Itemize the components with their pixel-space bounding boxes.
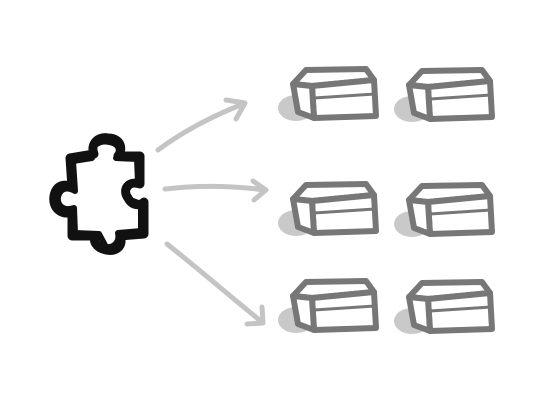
box-side-face bbox=[290, 81, 317, 121]
arrow-bottom-head bbox=[244, 304, 266, 327]
box-icon bbox=[278, 181, 379, 236]
box-seam bbox=[428, 208, 493, 216]
puzzle-piece-icon bbox=[49, 133, 149, 255]
arrow-bottom-shaft bbox=[164, 241, 265, 325]
box-seam bbox=[312, 92, 377, 100]
box-icon bbox=[394, 182, 495, 237]
box-seam bbox=[312, 304, 377, 312]
box-seam bbox=[312, 207, 377, 215]
arrow-middle bbox=[162, 178, 269, 203]
box-icon bbox=[278, 66, 379, 121]
arrow-middle-head bbox=[250, 178, 269, 203]
box-side-face bbox=[406, 294, 433, 334]
box-icon bbox=[278, 278, 379, 333]
arrow-middle-shaft bbox=[162, 183, 268, 193]
box-side-face bbox=[290, 293, 317, 333]
arrow-top-head bbox=[223, 97, 248, 122]
box-icon bbox=[394, 67, 495, 122]
box-icon bbox=[394, 279, 495, 334]
arrow-top bbox=[155, 97, 248, 153]
box-side-face bbox=[406, 82, 433, 122]
puzzle-piece-outline-second-stroke bbox=[54, 138, 144, 251]
box-side-face bbox=[290, 196, 317, 236]
box-seam bbox=[428, 305, 493, 313]
arrows-group bbox=[155, 97, 269, 327]
box-seam bbox=[428, 93, 493, 101]
arrow-bottom bbox=[164, 241, 266, 327]
boxes-group bbox=[278, 66, 495, 334]
box-side-face bbox=[406, 197, 433, 237]
arrow-top-shaft bbox=[155, 101, 246, 153]
